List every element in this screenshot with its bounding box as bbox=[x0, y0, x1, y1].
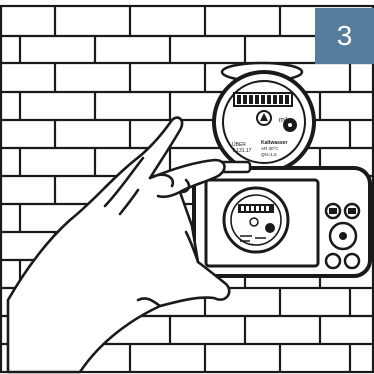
camera-button-bottom-left bbox=[326, 254, 340, 268]
camera-button-bottom-right bbox=[345, 254, 359, 268]
screen-meter-preview bbox=[224, 188, 288, 252]
meter-small-code: 7.131.17 bbox=[232, 148, 252, 154]
meter-counter bbox=[234, 93, 292, 106]
meter-line2: QN=1,5 bbox=[261, 152, 277, 157]
step-number-badge: 3 bbox=[315, 8, 374, 64]
camera bbox=[194, 162, 370, 276]
meter-small-prefix: ÜBER bbox=[232, 141, 246, 148]
meter-line1: AR 30°C bbox=[261, 146, 279, 151]
meter-unit: m³ bbox=[279, 117, 288, 124]
